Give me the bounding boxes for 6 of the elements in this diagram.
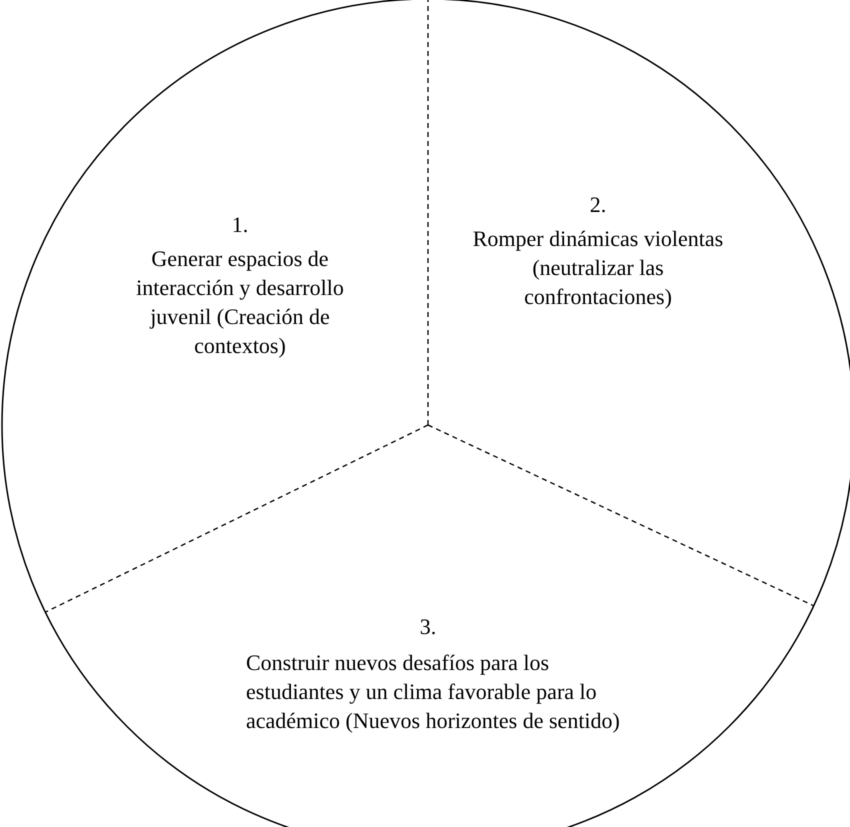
sector-number: 2. (588, 191, 608, 219)
sector-text: Romper dinámicas violentas (neutralizar las confrontaciones) (472, 225, 724, 311)
sector-number: 3. (418, 613, 438, 641)
sector-text: Generar espacios de interacción y desarrollo juvenil (Creación de contextos) (135, 245, 345, 360)
sector-text: Construir nuevos desafíos para los estudiantes y un clima favorable para lo académico (Nuevos horizontes de sentido) (246, 649, 621, 735)
sector-number: 1. (230, 211, 250, 239)
